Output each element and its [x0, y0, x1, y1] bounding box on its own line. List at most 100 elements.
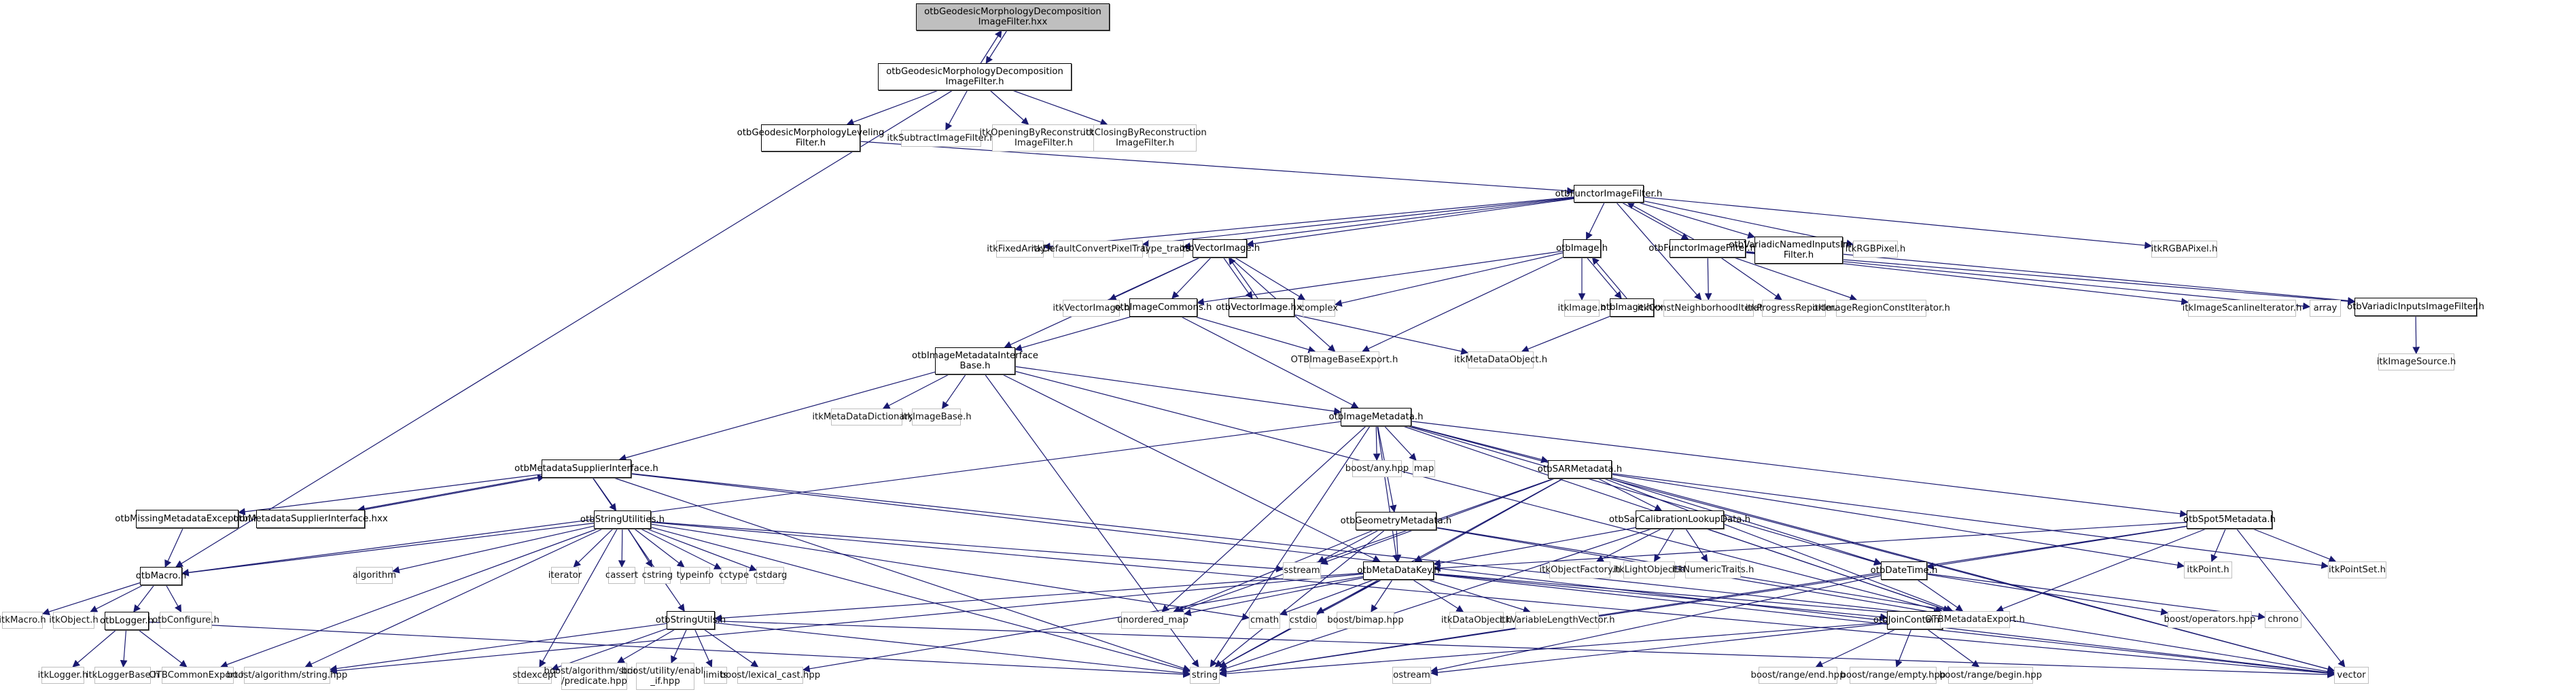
graph-node-otbconfigure: otbConfigure.h: [152, 612, 219, 629]
edge-strutilities-to-boost_alg_string: [304, 528, 603, 667]
graph-node-cassert: cassert: [605, 567, 638, 584]
edge-joincontainer-to-boost_range_empty: [1895, 629, 1912, 668]
graph-node-metadatakey[interactable]: otbMetaDataKey.h: [1357, 561, 1440, 580]
edge-msi_h-to-missingmeta: [237, 474, 542, 516]
edge-imgcommons-to-imdib: [1014, 316, 1131, 351]
graph-node-geommeta[interactable]: otbGeometryMetadata.h: [1341, 512, 1451, 530]
graph-node-img-hxx[interactable]: otbImage.hxx: [1601, 298, 1663, 317]
graph-node-cstring: cstring: [642, 567, 673, 584]
graph-node-msi-hxx[interactable]: otbMetadataSupplierInterface.hxx: [233, 510, 388, 528]
edge-imgmeta-to-sarmeta: [1411, 426, 1549, 464]
edge-sarmeta-to-unordered_map: [1176, 478, 1554, 613]
graph-node-strutilities[interactable]: otbStringUtilities.h: [580, 510, 665, 529]
graph-node-boost-any: boost/any.hpp: [1345, 460, 1409, 477]
edge-missingmeta-to-otbMacro: [164, 527, 183, 568]
graph-node-cstdarg: cstdarg: [754, 567, 787, 584]
edge-joincontainer-to-boost_range_end: [1815, 629, 1896, 667]
edge-strutilities-to-cstring: [627, 528, 653, 568]
graph-node-otblogger[interactable]: otbLogger.h: [100, 612, 154, 630]
edge-sarmeta-to-sarcal: [1598, 478, 1663, 511]
edge-imdib-to-metadatakey: [1002, 374, 1381, 562]
graph-node-vecimg-h[interactable]: otbVectorImage.h: [1180, 239, 1260, 258]
graph-node-itkdefaultconvert: itkDefaultConvertPixelTraits.h: [1031, 241, 1165, 258]
graph-node-sarcal[interactable]: otbSarCalibrationLookupData.h: [1609, 510, 1750, 529]
edge-sarcal-to-string: [1218, 528, 1652, 672]
edge-msi_h-to-OTBMetadataExport: [631, 473, 1941, 619]
graph-node-boost-bimap: boost/bimap.hpp: [1327, 612, 1404, 629]
graph-node-imdib[interactable]: otbImageMetadataInterface Base.h: [912, 347, 1038, 375]
graph-node-gml-h[interactable]: otbGeodesicMorphologyLeveling Filter.h: [737, 124, 884, 152]
edge-imgmeta-to-datetime: [1407, 426, 1882, 566]
edge-imgmeta-to-map: [1384, 426, 1417, 461]
graph-node-varnamed[interactable]: otbVariadicNamedInputsImage Filter.h: [1729, 237, 1869, 264]
graph-node-cstdio: cstdio: [1289, 612, 1317, 629]
edge-vecimg_h-to-vecimg_hxx: [1223, 257, 1253, 299]
graph-node-iterator: iterator: [548, 567, 582, 584]
graph-node-otbcommonexport: OTBCommonExport.h: [149, 667, 247, 684]
graph-node-varinputs[interactable]: otbVariadicInputsImageFilter.h: [2347, 298, 2484, 316]
graph-node-root[interactable]: otbGeodesicMorphologyDecomposition Image…: [916, 3, 1110, 31]
graph-node-imgcommons[interactable]: otbImageCommons.h: [1115, 298, 1212, 317]
graph-node-spot5[interactable]: otbSpot5Metadata.h: [2183, 510, 2276, 529]
graph-node-functor-h[interactable]: otbFunctorImageFilter.h: [1555, 185, 1662, 203]
graph-node-boost-lexical: boost/lexical_cast.hpp: [720, 667, 820, 684]
graph-node-boost-range-end: boost/range/end.hpp: [1750, 667, 1846, 684]
edge-strutilities-to-otbMacro: [181, 523, 595, 576]
graph-node-string: string: [1190, 667, 1220, 684]
graph-node-itkvarlenvec: itkVariableLengthVector.h: [1499, 612, 1615, 629]
edge-imgmeta-to-spot5: [1411, 421, 2188, 518]
graph-node-itkrgbapixel: itkRGBAPixel.h: [2151, 241, 2217, 258]
graph-node-itklightobject: itkLightObject.h: [1613, 561, 1685, 578]
graph-node-missingmeta[interactable]: otbMissingMetadataException.h: [115, 510, 260, 528]
edge-metadatakey-to-OTBMetadataExport: [1433, 573, 1941, 620]
graph-node-imgmeta[interactable]: otbImageMetadata.h: [1328, 408, 1424, 426]
edge-vecimg_h-to-complex: [1235, 257, 1306, 300]
graph-node-itksubtract: itkSubtractImageFilter.h: [887, 130, 995, 147]
graph-node-datetime[interactable]: otbDateTime.h: [1871, 561, 1937, 580]
edge-imgmeta-to-string: [1210, 426, 1371, 667]
edge-functor_h-to-functor_hxx: [1621, 202, 1689, 240]
graph-node-vector: vector: [2334, 667, 2369, 684]
edge-otbLogger-to-OTBCommonExport: [138, 629, 188, 667]
graph-node-joincontainer[interactable]: otbJoinContainer.h: [1873, 611, 1956, 629]
edge-msi_h-to-strutilities: [593, 477, 617, 511]
graph-node-functor-hxx[interactable]: otbFunctorImageFilter.hxx: [1648, 239, 1767, 258]
graph-node-img-h[interactable]: otbImage.h: [1556, 239, 1608, 258]
graph-node-itkvectorimage: itkVectorImage.h: [1053, 300, 1130, 317]
edge-msi_hxx-to-msi_h: [363, 474, 546, 510]
edge-strutilities-to-OTBCommonExport: [220, 528, 598, 668]
edge-strutils-to-boost_enable_if: [671, 629, 687, 663]
edge-imdib-to-itkMetaDataDict: [882, 374, 949, 409]
edge-vecimg_hxx-to-vecimg_h: [1228, 257, 1258, 299]
graph-node-itkloggerbase: itkLoggerBase.h: [86, 667, 159, 684]
graph-node-msi-h[interactable]: otbMetadataSupplierInterface.h: [514, 459, 658, 478]
graph-node-itkregionconst: itkImageRegionConstIterator.h: [1812, 300, 1950, 317]
graph-node-vecimg-hxx[interactable]: otbVectorImage.hxx: [1216, 298, 1307, 317]
graph-node-typeinfo: typeinfo: [677, 567, 713, 584]
edge-gmd_h-to-itkSubtract: [945, 90, 968, 131]
edge-metadatakey-to-itkDataObject: [1412, 579, 1464, 612]
edge-strutilities-to-typeinfo: [634, 528, 685, 568]
edge-geommeta-to-vector: [1436, 527, 2335, 676]
graph-node-otbmacro[interactable]: otbMacro.h: [136, 567, 186, 585]
edge-joincontainer-to-ostream: [1430, 623, 1888, 676]
graph-node-itkmacro: itkMacro.h: [0, 612, 46, 629]
edge-functor_hxx-to-itkProgress: [1721, 257, 1782, 300]
edge-imgmeta-to-otbMacro: [181, 421, 1341, 576]
graph-node-gmd-h[interactable]: otbGeodesicMorphologyDecomposition Image…: [878, 63, 1072, 90]
edge-functor_h-to-itkDefaultConvert: [1142, 196, 1574, 247]
graph-node-itknumerictraits: itkNumericTraits.h: [1672, 561, 1754, 578]
edge-otbMacro-to-itkObject: [90, 585, 143, 612]
edge-msi_h-to-strutils: [592, 477, 685, 612]
edge-vecimg_h-to-imgcommons: [1171, 257, 1212, 299]
edge-geommeta-to-string: [1214, 530, 1386, 667]
graph-node-itkscanline: itkImageScanlineIterator.h: [2183, 300, 2301, 317]
graph-node-boost-predicate: boost/algorithm/string /predicate.hpp: [544, 663, 645, 690]
graph-node-strutils[interactable]: otbStringUtils.h: [656, 611, 726, 629]
edge-sarcal-to-itkNumericTraits: [1685, 528, 1708, 562]
edge-strutilities-to-stdexcept: [539, 528, 618, 667]
edge-imdib-to-OTBMetadataExport: [1014, 370, 1943, 613]
graph-node-sarmeta[interactable]: otbSARMetadata.h: [1538, 460, 1622, 479]
